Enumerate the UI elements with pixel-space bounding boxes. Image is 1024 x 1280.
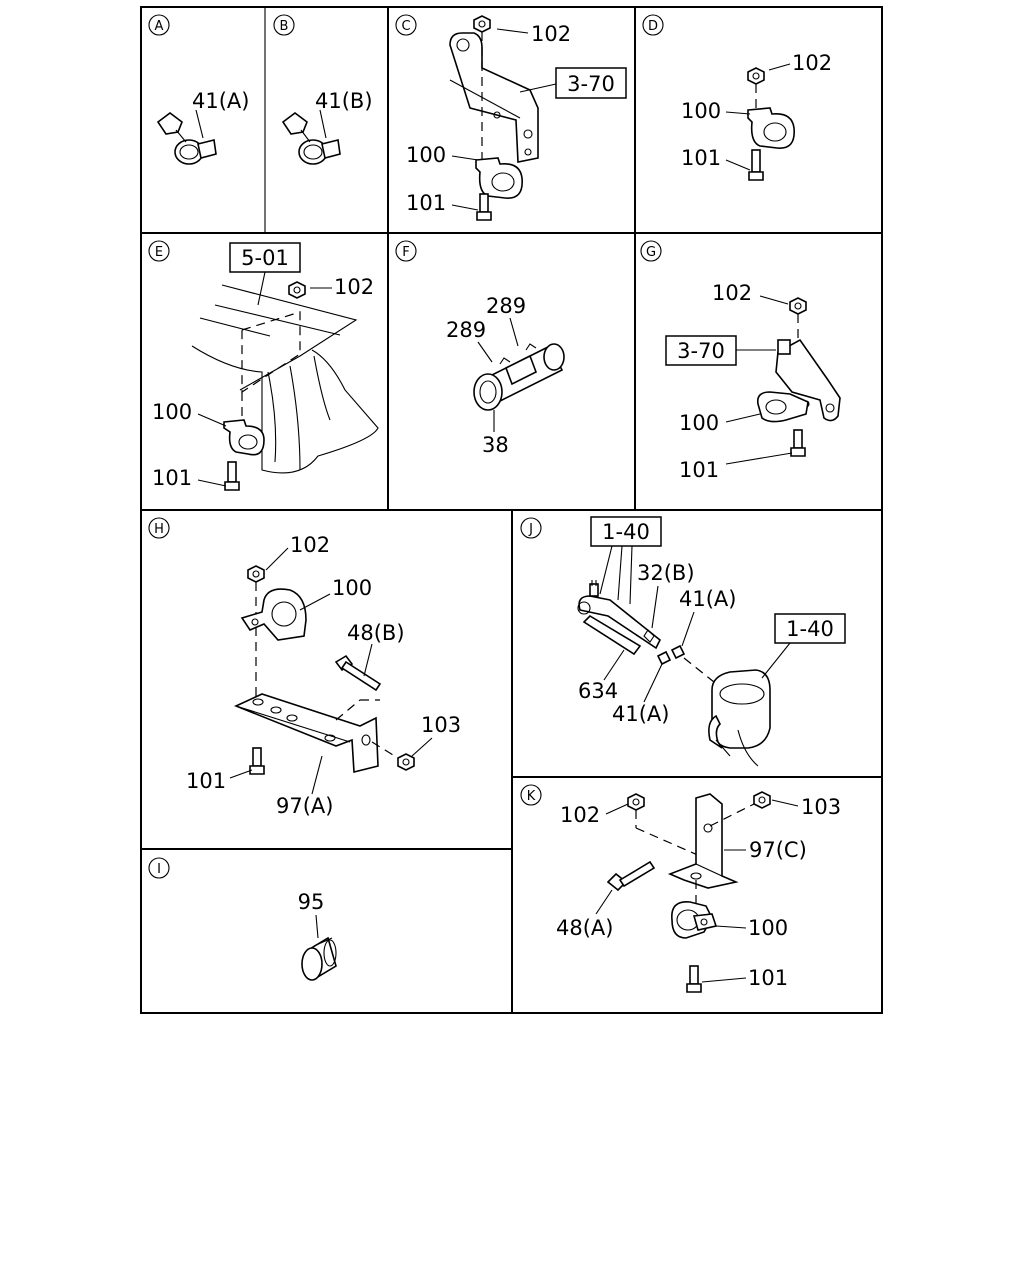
ref-box-label: 3-70 — [677, 339, 725, 363]
panel-letter-a: A — [155, 19, 164, 34]
part-label: 102 — [792, 51, 832, 75]
part-label: 102 — [334, 275, 374, 299]
part-label: 103 — [801, 795, 841, 819]
ref-box-label: 5-01 — [241, 246, 289, 270]
p-clamp-icon — [240, 588, 307, 641]
part-label: 634 — [578, 679, 618, 703]
nut-icon — [747, 67, 765, 85]
part-label: 101 — [152, 466, 192, 490]
part-label: 100 — [406, 143, 446, 167]
panel-k: K 10 — [520, 784, 841, 993]
bracket-icon — [667, 793, 739, 889]
panel-letter-h: H — [154, 522, 164, 537]
grommet-icon — [301, 936, 337, 981]
wing-clip-icon — [281, 112, 341, 165]
panel-grid — [140, 6, 883, 1014]
part-label: 102 — [531, 22, 571, 46]
panel-d: D 102 100 101 — [642, 14, 832, 181]
panel-letter-j: J — [528, 522, 533, 537]
part-label: 100 — [679, 411, 719, 435]
part-label: 101 — [748, 966, 788, 990]
part-label: 289 — [486, 294, 526, 318]
nut-icon — [397, 753, 415, 771]
part-label: 38 — [482, 433, 509, 457]
panel-letter-f: F — [402, 245, 409, 260]
part-label: 32(B) — [637, 561, 695, 585]
part-label: 48(A) — [556, 916, 613, 940]
bolt-icon — [606, 860, 656, 892]
p-clamp-icon — [223, 419, 265, 456]
nut-icon — [789, 297, 807, 315]
nut-icon — [627, 793, 645, 811]
p-clamp-icon — [756, 391, 809, 423]
part-label: 102 — [712, 281, 752, 305]
part-label: 100 — [681, 99, 721, 123]
panel-letter-d: D — [648, 19, 658, 34]
part-label: 41(B) — [315, 89, 373, 113]
part-label: 41(A) — [192, 89, 249, 113]
panel-a: A 41(A) — [148, 14, 249, 165]
panel-letter-b: B — [280, 19, 289, 34]
part-label: 41(A) — [612, 702, 669, 726]
chassis-frame-icon — [191, 284, 379, 474]
part-label: 102 — [560, 803, 600, 827]
part-label: 41(A) — [679, 587, 736, 611]
ref-box-label: 3-70 — [567, 72, 615, 96]
bolt-icon — [249, 747, 265, 775]
fuel-filter-icon — [708, 669, 771, 767]
clip-icon — [656, 644, 686, 666]
part-label: 100 — [332, 576, 372, 600]
nut-icon — [288, 281, 306, 299]
part-label: 103 — [421, 713, 461, 737]
part-label: 100 — [748, 916, 788, 940]
part-label: 289 — [446, 318, 486, 342]
fuel-hose-icon — [577, 580, 662, 656]
panel-e: E 5-01 102 100 101 — [148, 240, 379, 491]
panel-h: H — [148, 517, 461, 818]
panel-letter-g: G — [646, 245, 656, 260]
part-label: 101 — [681, 146, 721, 170]
wing-clip-icon — [156, 112, 217, 165]
bolt-icon — [790, 429, 806, 457]
part-label: 97(C) — [749, 838, 807, 862]
bolt-icon — [334, 654, 382, 692]
panel-i: I 95 — [148, 857, 337, 981]
bolt-icon — [748, 149, 764, 181]
part-label: 101 — [406, 191, 446, 215]
part-label: 101 — [186, 769, 226, 793]
part-label: 101 — [679, 458, 719, 482]
part-label: 102 — [290, 533, 330, 557]
p-clamp-icon — [671, 901, 718, 939]
p-clamp-icon — [475, 157, 523, 199]
panel-b: B 41(B) — [273, 14, 373, 165]
panel-letter-k: K — [527, 789, 536, 804]
bracket-icon — [775, 338, 841, 422]
nut-icon — [753, 791, 771, 809]
panel-c: C 102 3-70 100 101 — [395, 14, 627, 221]
part-label: 48(B) — [347, 621, 405, 645]
part-label: 100 — [152, 400, 192, 424]
panel-letter-e: E — [155, 245, 163, 260]
part-label: 97(A) — [276, 794, 333, 818]
bolt-icon — [476, 193, 492, 221]
panel-f: F 289 289 38 — [395, 240, 565, 457]
panel-letter-i: I — [157, 862, 161, 877]
ref-box-label: 1-40 — [786, 617, 834, 641]
panel-letter-c: C — [401, 19, 410, 34]
nut-icon — [247, 565, 265, 583]
nut-icon — [473, 15, 491, 33]
part-label: 95 — [298, 890, 325, 914]
ref-box-label: 1-40 — [602, 520, 650, 544]
hose-connector-icon — [473, 343, 565, 411]
panel-j: J 1-40 32(B) 41(A) — [520, 516, 846, 767]
panel-g: G 102 3-70 100 101 — [640, 240, 841, 482]
bracket-icon — [449, 32, 539, 163]
bracket-icon — [233, 693, 379, 774]
bolt-icon — [224, 461, 240, 491]
p-clamp-icon — [747, 107, 795, 149]
bolt-icon — [686, 965, 702, 993]
